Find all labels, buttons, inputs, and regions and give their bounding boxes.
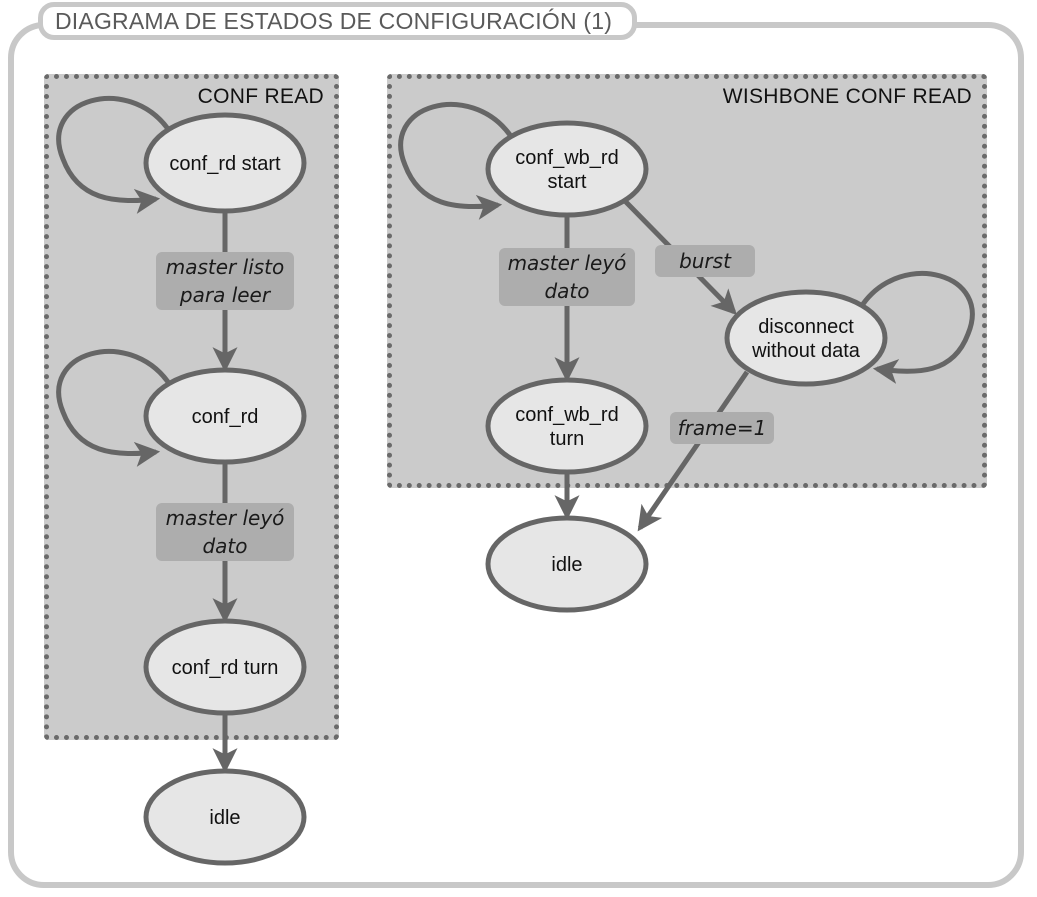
state-node-label: idle bbox=[551, 554, 582, 576]
self-loop-arrow-conf_rd_start bbox=[56, 96, 171, 214]
transition-label-box bbox=[156, 252, 294, 310]
transition-label-text: master leyó bbox=[508, 251, 627, 275]
transition-label-text: dato bbox=[544, 279, 589, 303]
state-node-label: disconnect bbox=[758, 316, 854, 338]
state-node-conf_wb_rd_turn bbox=[485, 377, 649, 475]
state-node-idle_1 bbox=[143, 768, 307, 866]
state-node-conf_rd bbox=[143, 367, 307, 465]
transition-label-text: para leer bbox=[179, 283, 272, 307]
state-node-disconnect bbox=[724, 289, 888, 387]
state-node-label: conf_wb_rd bbox=[515, 404, 618, 426]
state-node-label: idle bbox=[209, 807, 240, 829]
transition-label-text: dato bbox=[202, 534, 247, 558]
group-label-wishbone-conf-read: WISHBONE CONF READ bbox=[722, 85, 972, 108]
transition-label-box bbox=[156, 503, 294, 561]
state-node-label: start bbox=[548, 171, 587, 193]
transition-arrow-disconnect-to-idle_2 bbox=[637, 370, 750, 532]
self-loop-arrow-disconnect bbox=[860, 271, 975, 384]
state-node-label: conf_rd start bbox=[169, 153, 281, 175]
state-node-idle_2 bbox=[485, 515, 649, 613]
state-node-label: conf_wb_rd bbox=[515, 147, 618, 169]
state-node-label: conf_rd turn bbox=[172, 657, 279, 679]
transition-label-text: frame=1 bbox=[678, 416, 767, 440]
transition-label-box bbox=[670, 412, 774, 444]
state-node-label: without data bbox=[751, 340, 861, 362]
state-node-conf_rd_turn bbox=[143, 618, 307, 716]
state-node-label: conf_rd bbox=[192, 406, 259, 428]
transition-label-text: master leyó bbox=[166, 506, 285, 530]
state-node-label: turn bbox=[550, 428, 584, 450]
state-node-conf_wb_rd_start bbox=[485, 120, 649, 218]
transition-label-box bbox=[499, 248, 635, 306]
transition-label-box bbox=[655, 245, 755, 277]
transition-label-text: burst bbox=[679, 249, 732, 273]
state-node-conf_rd_start bbox=[143, 112, 307, 214]
self-loop-arrow-conf_rd bbox=[56, 349, 171, 467]
transition-label-text: master listo bbox=[166, 255, 285, 279]
diagram-title: DIAGRAMA DE ESTADOS DE CONFIGURACIÓN (1) bbox=[38, 2, 638, 40]
self-loop-arrow-conf_wb_rd_start bbox=[398, 102, 513, 220]
group-label-conf-read: CONF READ bbox=[197, 85, 324, 108]
